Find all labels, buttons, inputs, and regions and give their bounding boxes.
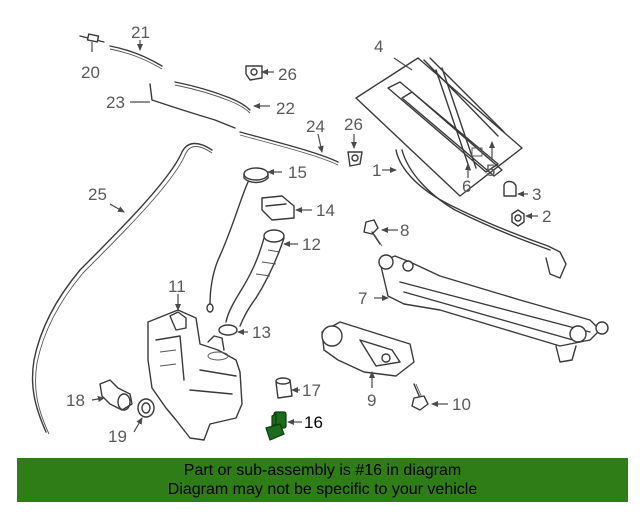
leader-lines: [91, 40, 538, 433]
part-16-highlighted-washer-pump[interactable]: [265, 411, 287, 441]
callout-labels: 20 21 26 23 22 24 26 4 25 15 1 6 5 3 2 1…: [66, 23, 551, 446]
part-26-nozzle-upper[interactable]: [245, 65, 263, 81]
part-22-hose[interactable]: [174, 81, 251, 114]
info-banner: Part or sub-assembly is #16 in diagram D…: [17, 458, 628, 502]
part-3-cap[interactable]: [503, 180, 517, 197]
callout-4: 4: [374, 37, 383, 56]
callout-17: 17: [302, 381, 321, 400]
part-23-hose[interactable]: [149, 83, 236, 129]
callout-5: 5: [486, 161, 495, 180]
callout-19: 19: [108, 427, 127, 446]
part-7-wiper-linkage[interactable]: [378, 254, 609, 363]
callout-2: 2: [542, 207, 551, 226]
callout-3: 3: [532, 185, 541, 204]
part-9-wiper-motor[interactable]: [321, 321, 415, 377]
part-20-hose-end[interactable]: [79, 33, 105, 43]
banner-line-1: Part or sub-assembly is #16 in diagram: [183, 462, 462, 479]
callout-26-lower: 26: [344, 115, 363, 134]
callout-24: 24: [306, 117, 325, 136]
parts-diagram: 20 21 26 23 22 24 26 4 25 15 1 6 5 3 2 1…: [31, 23, 609, 446]
callout-1: 1: [372, 161, 381, 180]
callout-9: 9: [367, 391, 376, 410]
part-13-seal[interactable]: [218, 324, 238, 336]
callout-26-upper: 26: [278, 65, 297, 84]
callout-10: 10: [452, 395, 471, 414]
part-21-hose[interactable]: [109, 45, 163, 70]
part-25-long-hose[interactable]: [31, 142, 213, 435]
part-24-hose[interactable]: [239, 131, 339, 166]
part-10-bolt[interactable]: [411, 383, 429, 411]
part-1-wiper-arm[interactable]: [395, 149, 567, 279]
callout-15: 15: [288, 163, 307, 182]
banner-line-2: Diagram may not be specific to your vehi…: [167, 481, 478, 498]
part-4-wiper-blade-box[interactable]: [355, 57, 523, 197]
callout-21: 21: [131, 23, 150, 42]
part-15-cap[interactable]: [206, 167, 269, 313]
callout-8: 8: [400, 221, 409, 240]
part-18-washer-pump[interactable]: [99, 379, 133, 411]
part-8-bolt[interactable]: [363, 219, 383, 247]
callout-16-highlighted: 16: [304, 413, 323, 432]
callout-23: 23: [106, 93, 125, 112]
part-17-grommet[interactable]: [275, 377, 293, 399]
callout-12: 12: [302, 235, 321, 254]
part-12-filler-neck[interactable]: [225, 229, 285, 327]
callout-6: 6: [462, 177, 471, 196]
part-19-grommet[interactable]: [137, 398, 155, 418]
part-26-nozzle-lower[interactable]: [347, 151, 363, 167]
callout-25: 25: [88, 185, 107, 204]
callout-20: 20: [81, 63, 100, 82]
part-11-washer-reservoir[interactable]: [147, 309, 243, 441]
part-2-nut[interactable]: [511, 209, 525, 227]
callout-11: 11: [168, 277, 186, 296]
callout-18: 18: [66, 391, 85, 410]
callout-13: 13: [252, 323, 271, 342]
callout-7: 7: [358, 289, 367, 308]
callout-14: 14: [316, 201, 335, 220]
callout-22: 22: [276, 99, 295, 118]
part-14-bracket[interactable]: [261, 195, 295, 221]
